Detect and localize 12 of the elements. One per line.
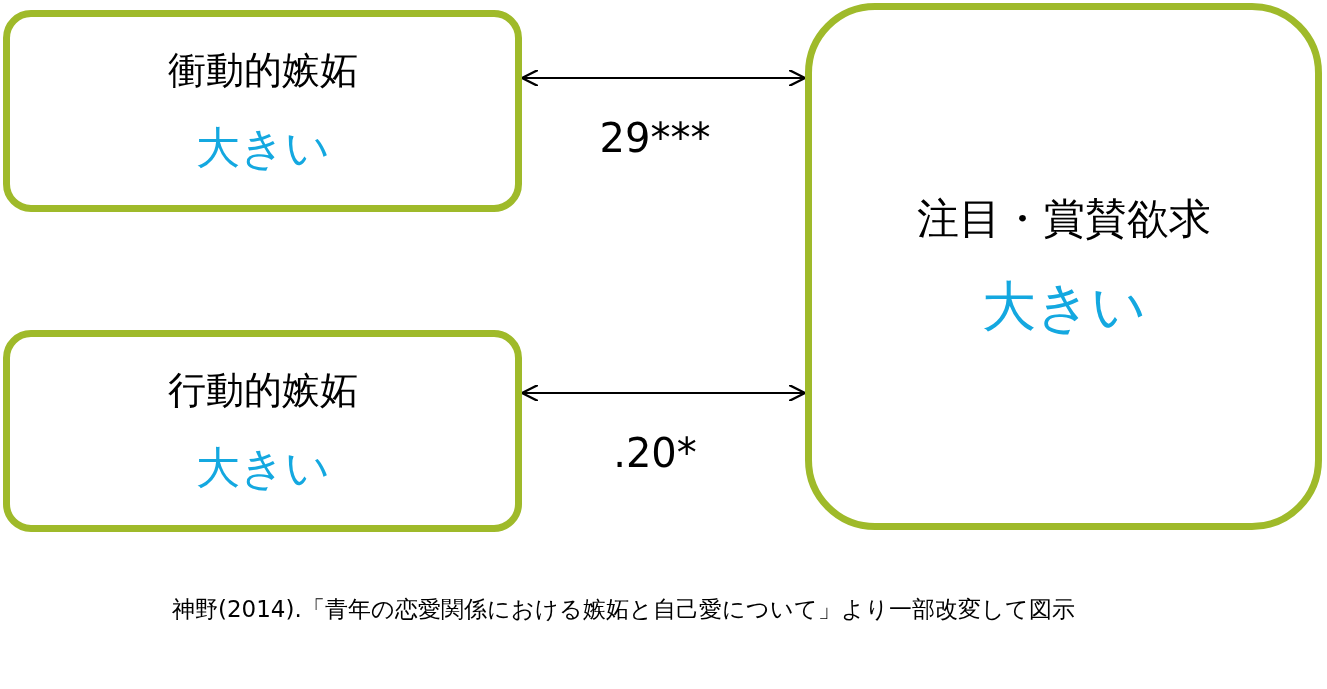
rounded-box — [3, 10, 522, 212]
node-title: 注目・賞賛欲求 — [916, 192, 1211, 245]
node-value: 大きい — [981, 273, 1146, 340]
double-arrow — [520, 383, 807, 403]
node-title: 衝動的嫉妬 — [167, 46, 358, 94]
node-title: 行動的嫉妬 — [167, 366, 358, 414]
caption: 神野(2014).「青年の恋愛関係における嫉妬と自己愛について」より一部改変して図示 — [172, 595, 1076, 624]
double-arrow — [520, 68, 807, 88]
rounded-box — [3, 330, 522, 532]
rounded-box — [805, 3, 1322, 530]
node-value: 大きい — [195, 120, 330, 175]
node-value: 大きい — [195, 440, 330, 495]
